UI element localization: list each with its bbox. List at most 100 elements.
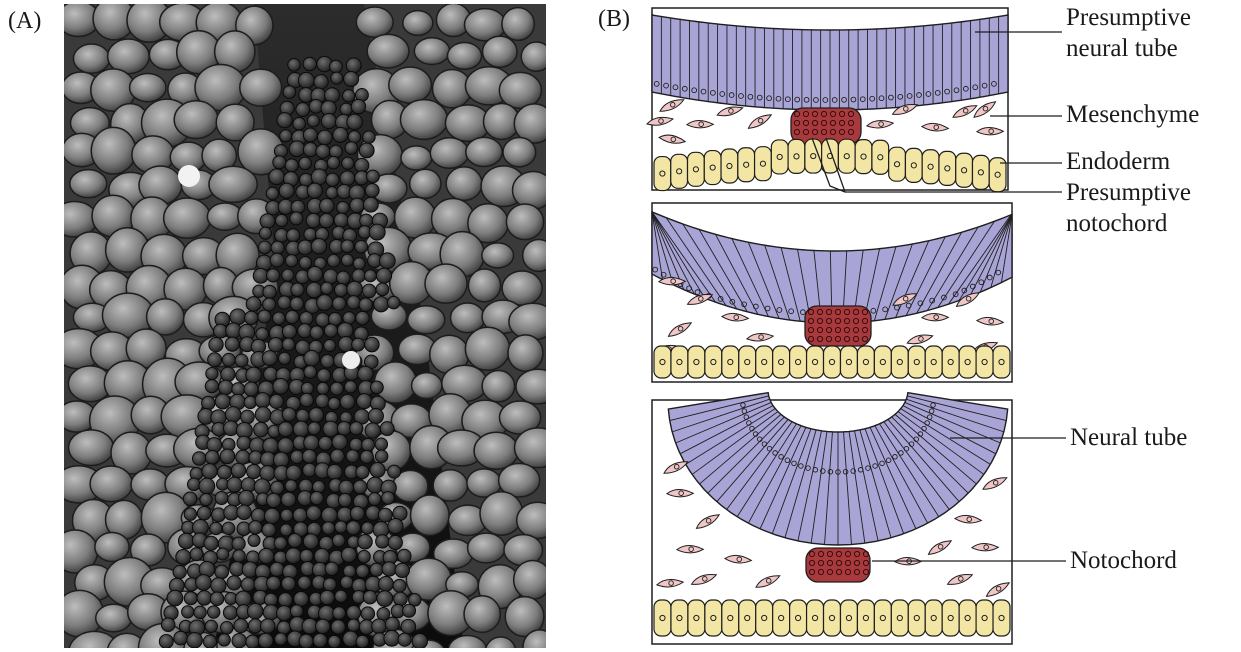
groove-cell xyxy=(337,202,349,214)
groove-cell xyxy=(286,310,299,323)
groove-cell xyxy=(363,197,378,212)
panel-a-label: (A) xyxy=(8,8,41,35)
groove-cell xyxy=(330,449,344,463)
groove-cell xyxy=(263,438,279,454)
groove-cell xyxy=(323,421,339,437)
groove-cell xyxy=(384,630,400,646)
groove-cell xyxy=(266,187,279,200)
epithelial-cell xyxy=(73,44,109,73)
groove-cell xyxy=(254,479,270,495)
groove-cell xyxy=(192,452,206,466)
groove-cell xyxy=(365,337,380,352)
epithelial-cell xyxy=(95,532,129,561)
stage-2-panel xyxy=(652,203,1012,382)
groove-cell xyxy=(356,635,369,648)
groove-cell xyxy=(377,591,393,607)
groove-cell xyxy=(247,603,263,619)
groove-cell xyxy=(233,550,245,562)
endoderm-cell xyxy=(756,600,773,636)
endoderm-cell xyxy=(671,346,688,378)
groove-cell xyxy=(329,145,342,158)
groove-cell xyxy=(263,285,276,298)
groove-cell xyxy=(412,634,427,648)
endoderm-cell xyxy=(891,346,908,378)
groove-cell xyxy=(176,549,191,564)
groove-cell xyxy=(296,409,309,422)
endoderm-cell xyxy=(956,153,973,187)
groove-cell xyxy=(231,463,245,477)
groove-cell xyxy=(178,533,194,549)
groove-cell xyxy=(388,535,402,549)
groove-cell xyxy=(369,224,385,240)
endoderm-cell xyxy=(942,600,959,636)
groove-cell xyxy=(317,382,329,394)
groove-cell xyxy=(356,565,369,578)
groove-cell xyxy=(321,507,337,523)
endoderm-cell xyxy=(908,600,925,636)
groove-cell xyxy=(356,465,369,478)
groove-cell xyxy=(227,576,241,590)
groove-cell xyxy=(220,449,235,464)
groove-cell xyxy=(320,590,334,604)
endoderm-cell xyxy=(790,346,807,378)
epithelial-cell xyxy=(514,560,546,599)
groove-cell xyxy=(395,563,409,577)
groove-cell xyxy=(334,213,348,227)
groove-cell xyxy=(197,506,211,520)
groove-cell xyxy=(357,394,372,409)
groove-cell xyxy=(382,562,396,576)
groove-cell xyxy=(331,620,345,634)
groove-cell xyxy=(306,282,322,298)
groove-cell xyxy=(304,366,317,379)
endoderm-cell xyxy=(807,346,824,378)
groove-cell xyxy=(370,563,383,576)
groove-cell xyxy=(353,480,367,494)
groove-cell xyxy=(346,521,360,535)
epithelial-cell xyxy=(483,36,518,67)
groove-cell xyxy=(330,382,343,395)
groove-cell xyxy=(385,617,399,631)
groove-cell xyxy=(203,635,216,648)
groove-cell xyxy=(340,394,355,409)
groove-cell xyxy=(318,436,332,450)
epithelial-cell xyxy=(96,604,132,632)
groove-cell xyxy=(275,214,287,226)
endoderm-cell xyxy=(840,600,857,636)
groove-cell xyxy=(167,590,183,606)
groove-cell xyxy=(232,633,246,647)
groove-cell xyxy=(334,284,347,297)
groove-cell xyxy=(270,562,284,576)
label-notochord: Notochord xyxy=(1070,545,1177,576)
endoderm-cell xyxy=(891,600,908,636)
groove-cell xyxy=(258,241,271,254)
epithelial-cell xyxy=(447,42,481,69)
groove-cell xyxy=(307,183,322,198)
groove-cell xyxy=(352,338,365,351)
groove-cell xyxy=(207,606,219,618)
groove-cell xyxy=(209,337,223,351)
groove-cell xyxy=(174,631,188,645)
groove-cell xyxy=(347,296,360,309)
endoderm-cell xyxy=(654,346,671,378)
groove-cell xyxy=(303,128,317,142)
groove-cell xyxy=(337,323,353,339)
groove-cell xyxy=(281,492,296,507)
epithelial-cell xyxy=(474,432,518,469)
groove-cell xyxy=(298,240,313,255)
epithelial-cell xyxy=(414,38,449,65)
groove-cell xyxy=(345,142,358,155)
groove-cell xyxy=(398,633,411,646)
groove-cell xyxy=(264,508,279,523)
label-neural-tube: Neural tube xyxy=(1070,422,1187,453)
groove-cell xyxy=(304,228,317,241)
groove-cell xyxy=(222,522,234,534)
groove-cell xyxy=(273,156,286,169)
endoderm-cell xyxy=(993,346,1010,378)
groove-cell xyxy=(290,605,303,618)
endoderm-cell xyxy=(738,148,755,182)
groove-cell xyxy=(280,524,292,536)
groove-cell xyxy=(269,394,283,408)
groove-cell xyxy=(218,634,230,646)
groove-cell xyxy=(230,309,246,325)
groove-cell xyxy=(359,143,374,158)
